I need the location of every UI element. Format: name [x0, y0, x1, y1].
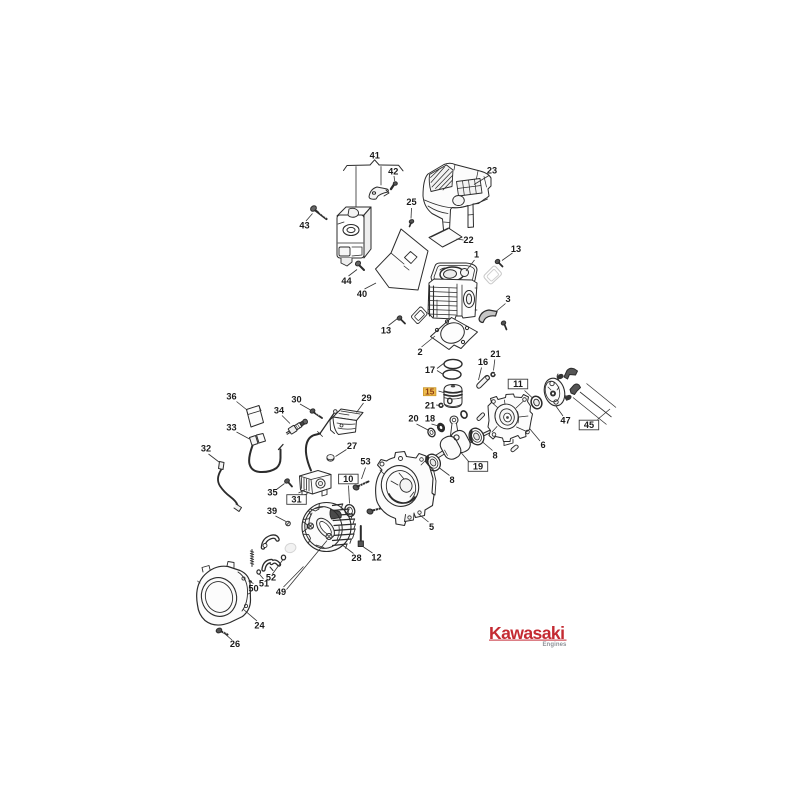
svg-text:52: 52: [266, 573, 276, 583]
svg-text:10: 10: [343, 474, 353, 484]
svg-text:29: 29: [361, 393, 371, 403]
svg-text:42: 42: [388, 167, 398, 177]
svg-text:22: 22: [463, 235, 473, 245]
svg-text:27: 27: [347, 441, 357, 451]
svg-text:25: 25: [406, 197, 416, 207]
svg-text:50: 50: [248, 584, 258, 594]
svg-text:45: 45: [584, 420, 594, 430]
svg-text:8: 8: [492, 451, 497, 461]
svg-text:32: 32: [201, 444, 211, 454]
svg-text:47: 47: [560, 416, 570, 426]
svg-text:36: 36: [226, 392, 236, 402]
svg-text:20: 20: [408, 414, 418, 424]
svg-text:28: 28: [351, 553, 361, 563]
svg-text:44: 44: [341, 276, 352, 286]
svg-text:13: 13: [511, 244, 521, 254]
svg-text:23: 23: [487, 166, 497, 176]
svg-text:35: 35: [267, 488, 277, 498]
svg-text:34: 34: [274, 406, 285, 416]
svg-text:15: 15: [425, 388, 435, 397]
svg-text:6: 6: [540, 440, 545, 450]
svg-text:2: 2: [417, 347, 422, 357]
svg-text:53: 53: [360, 457, 370, 467]
svg-text:11: 11: [513, 379, 523, 389]
svg-text:39: 39: [267, 506, 277, 516]
svg-text:5: 5: [429, 522, 434, 532]
svg-text:12: 12: [371, 553, 381, 563]
svg-text:49: 49: [276, 587, 286, 597]
svg-text:30: 30: [291, 395, 301, 405]
svg-text:43: 43: [299, 221, 309, 231]
svg-text:3: 3: [505, 294, 510, 304]
svg-text:41: 41: [370, 151, 380, 161]
svg-text:Kawasaki: Kawasaki: [489, 623, 564, 643]
svg-text:31: 31: [291, 495, 301, 505]
svg-text:21: 21: [425, 401, 435, 411]
svg-text:1: 1: [474, 250, 479, 260]
svg-text:26: 26: [230, 639, 240, 649]
svg-text:24: 24: [254, 621, 265, 631]
svg-text:Engines: Engines: [542, 642, 567, 648]
svg-text:18: 18: [425, 414, 435, 424]
svg-text:17: 17: [425, 365, 435, 375]
svg-text:13: 13: [381, 326, 391, 336]
svg-text:33: 33: [226, 423, 236, 433]
svg-text:51: 51: [259, 579, 269, 589]
svg-text:40: 40: [357, 289, 367, 299]
svg-text:16: 16: [478, 357, 488, 367]
svg-text:19: 19: [473, 462, 483, 472]
svg-text:21: 21: [490, 349, 500, 359]
svg-text:8: 8: [449, 475, 454, 485]
